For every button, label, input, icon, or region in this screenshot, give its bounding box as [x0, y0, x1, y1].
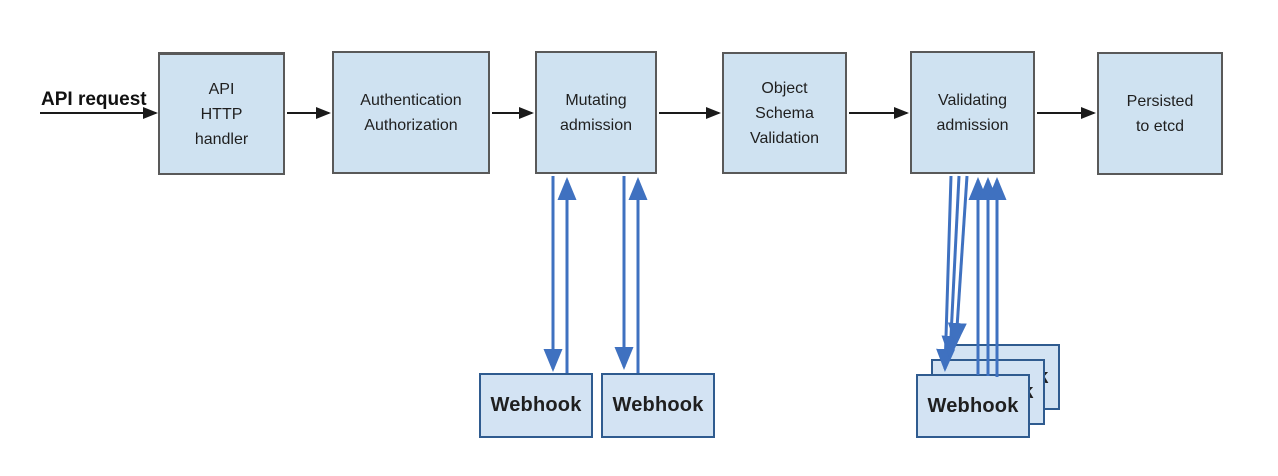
arrow-validating-down-2	[941, 175, 961, 359]
webhook-box-mutating-2: Webhook	[601, 373, 715, 438]
box-api-http-handler-label: API HTTP handler	[194, 80, 249, 148]
box-mutating-admission: Mutating admission	[535, 51, 657, 174]
box-object-schema-validation-label: Object Schema Validation	[749, 79, 820, 147]
webhook-label: Webhook	[927, 394, 1019, 417]
box-api-http-handler: API HTTP handler	[158, 52, 285, 175]
webhook-label: Webhook	[490, 394, 582, 416]
box-authentication-authorization-label: Authentication Authorization	[360, 91, 462, 134]
webhook-box-validating-front: Webhook	[916, 374, 1030, 438]
box-persisted-to-etcd-label: Persisted to etcd	[1126, 92, 1194, 135]
box-object-schema-validation: Object Schema Validation	[722, 52, 847, 174]
webhook-box-mutating-1: Webhook	[479, 373, 593, 438]
webhook-label: Webhook	[612, 394, 704, 416]
arrow-validating-down-1	[936, 175, 956, 372]
api-request-label: API request	[41, 89, 147, 110]
box-validating-admission-label: Validating admission	[936, 91, 1009, 134]
box-persisted-to-etcd: Persisted to etcd	[1097, 52, 1223, 175]
box-authentication-authorization: Authentication Authorization	[332, 51, 490, 174]
box-mutating-admission-label: Mutating admission	[559, 91, 633, 134]
arrow-validating-down-3	[947, 175, 969, 346]
box-validating-admission: Validating admission	[910, 51, 1035, 174]
